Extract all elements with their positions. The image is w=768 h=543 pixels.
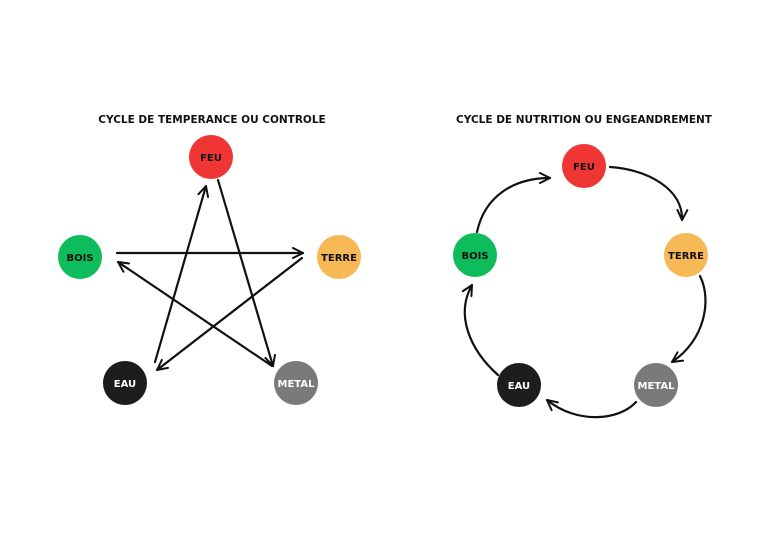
arrow-terre-to-eau (155, 256, 304, 372)
node-bois-circle (453, 233, 497, 277)
node-eau-label: EAU (114, 379, 136, 390)
node-terre-label: TERRE (668, 251, 704, 262)
node-metal: METAL (634, 363, 678, 407)
control-cycle-title: CYCLE DE TEMPERANCE OU CONTROLE (98, 114, 325, 126)
control-cycle-arrows (115, 178, 305, 372)
arrow-feu-to-terre (608, 165, 689, 222)
node-feu-circle (189, 135, 233, 179)
node-eau-circle (103, 361, 147, 405)
generation-cycle-arrows (461, 165, 707, 419)
node-metal-label: METAL (278, 379, 316, 390)
control-cycle-diagram: CYCLE DE TEMPERANCE OU CONTROLE FEU TERR… (58, 114, 361, 405)
generation-cycle-title: CYCLE DE NUTRITION OU ENGEANDREMENT (456, 114, 713, 126)
node-terre-circle (317, 235, 361, 279)
node-feu-label: FEU (573, 162, 595, 173)
node-bois: BOIS (58, 235, 102, 279)
node-metal-circle (274, 361, 318, 405)
node-terre: TERRE (317, 235, 361, 279)
node-eau: EAU (103, 361, 147, 405)
node-metal-label: METAL (638, 381, 676, 392)
arrow-eau-to-feu (153, 184, 210, 364)
node-bois-label: BOIS (461, 251, 488, 262)
node-terre-circle (664, 233, 708, 277)
arrow-bois-to-feu (475, 172, 552, 234)
node-eau: EAU (497, 363, 541, 407)
node-terre-label: TERRE (321, 253, 357, 264)
node-feu: FEU (189, 135, 233, 179)
node-feu-circle (562, 144, 606, 188)
node-feu-label: FEU (200, 153, 222, 164)
arrow-eau-to-bois (461, 283, 500, 377)
generation-cycle-diagram: CYCLE DE NUTRITION OU ENGEANDREMENT FEU … (453, 114, 713, 419)
node-eau-circle (497, 363, 541, 407)
arrow-metal-to-eau (545, 398, 638, 419)
node-eau-label: EAU (508, 381, 530, 392)
node-metal: METAL (274, 361, 318, 405)
node-bois-circle (58, 235, 102, 279)
node-bois: BOIS (453, 233, 497, 277)
node-bois-label: BOIS (66, 253, 93, 264)
arrow-feu-to-metal (216, 178, 276, 368)
arrow-metal-to-bois (116, 260, 274, 368)
node-terre: TERRE (664, 233, 708, 277)
node-feu: FEU (562, 144, 606, 188)
node-metal-circle (634, 363, 678, 407)
arrow-terre-to-metal (670, 274, 707, 364)
